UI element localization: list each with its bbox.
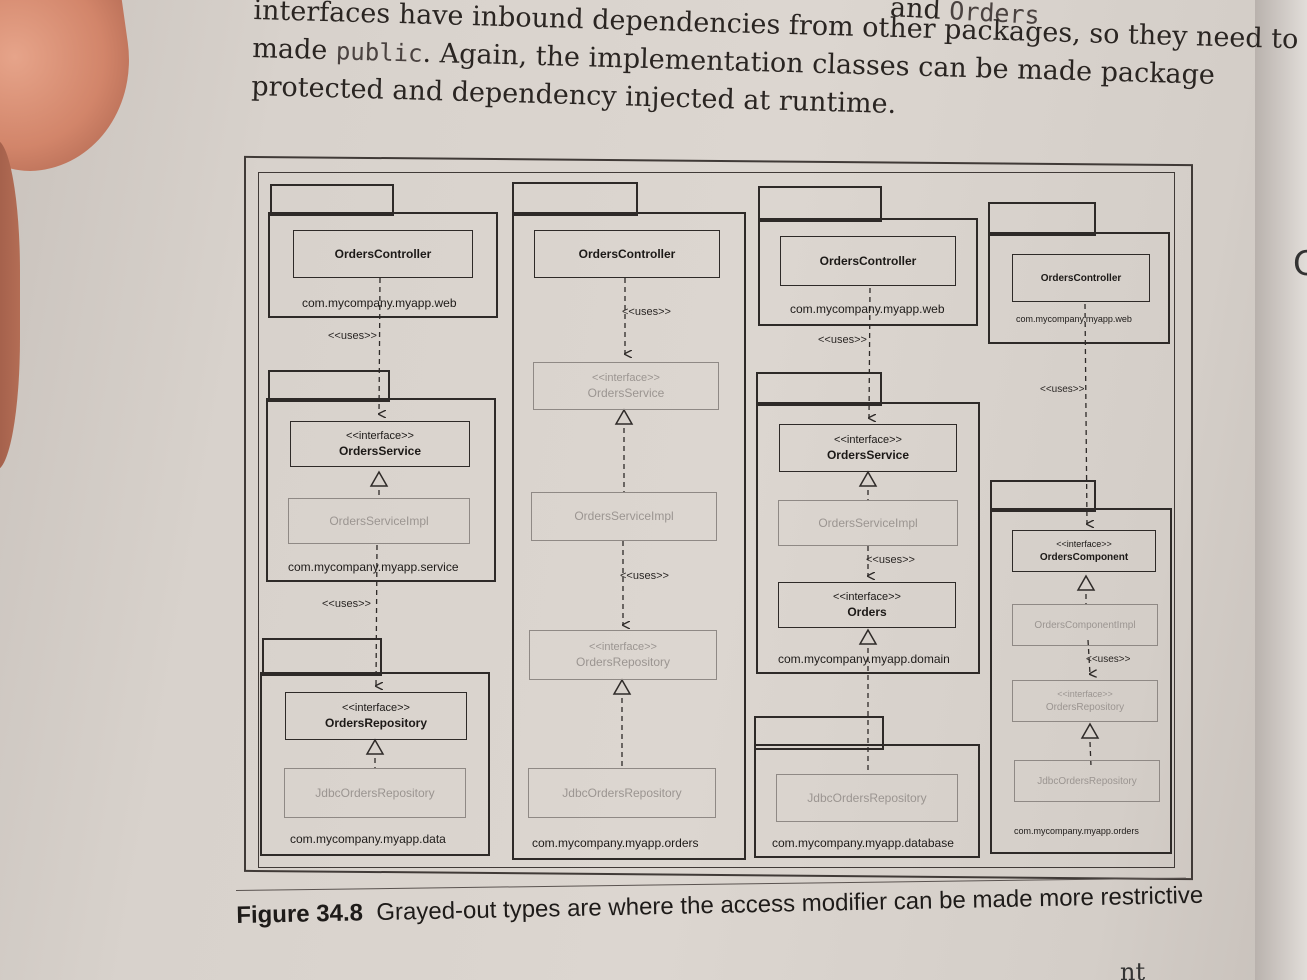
- package-tab: [270, 184, 394, 216]
- stereotype: <<interface>>: [1057, 689, 1113, 699]
- class-orders-controller: OrdersController: [293, 230, 473, 278]
- class-name: OrdersComponent: [1039, 552, 1129, 563]
- class-name: OrdersRepository: [324, 716, 428, 730]
- interface-orders-service: <<interface>> OrdersService: [290, 421, 470, 467]
- class-name: OrdersController: [1040, 272, 1122, 284]
- package-name: com.mycompany.myapp.orders: [532, 836, 699, 850]
- uses-label: <<uses>>: [622, 306, 671, 318]
- class-orders-controller: OrdersController: [534, 230, 720, 278]
- package-tab: [988, 202, 1096, 236]
- uses-label: <<uses>>: [328, 330, 377, 342]
- next-line-fragment: nt: [1120, 958, 1146, 980]
- facing-page-fragment: C: [1293, 244, 1307, 284]
- class-name: OrdersService: [587, 386, 665, 400]
- class-orders-component-impl: OrdersComponentImpl: [1012, 604, 1158, 646]
- class-name: OrdersController: [334, 246, 432, 261]
- package-tab: [758, 186, 882, 222]
- interface-orders-repository: <<interface>> OrdersRepository: [529, 630, 717, 680]
- class-jdbc-orders-repository: JdbcOrdersRepository: [1014, 760, 1160, 802]
- uses-label: <<uses>>: [620, 570, 669, 582]
- class-jdbc-orders-repository: JdbcOrdersRepository: [528, 768, 716, 818]
- class-name: OrdersServiceImpl: [818, 515, 918, 530]
- class-name: OrdersController: [819, 253, 917, 268]
- figure-inner-frame: [258, 172, 1175, 868]
- class-name: OrdersRepository: [1045, 702, 1125, 713]
- package-tab: [262, 638, 382, 676]
- uses-label: <<uses>>: [1086, 654, 1131, 665]
- class-name: JdbcOrdersRepository: [562, 785, 682, 800]
- interface-orders: <<interface>> Orders: [778, 582, 956, 628]
- package-body: [756, 402, 980, 674]
- package-name: com.mycompany.myapp.orders: [1014, 826, 1139, 836]
- stereotype: <<interface>>: [346, 430, 414, 442]
- class-name: OrdersComponentImpl: [1034, 619, 1136, 631]
- interface-orders-component: <<interface>> OrdersComponent: [1012, 530, 1156, 572]
- package-body: [512, 212, 746, 860]
- class-jdbc-orders-repository: JdbcOrdersRepository: [776, 774, 958, 822]
- uses-label: <<uses>>: [322, 598, 371, 610]
- package-tab: [268, 370, 390, 402]
- interface-orders-repository: <<interface>> OrdersRepository: [1012, 680, 1158, 722]
- class-name: OrdersController: [578, 246, 676, 261]
- interface-orders-service: <<interface>> OrdersService: [533, 362, 719, 410]
- stereotype: <<interface>>: [834, 434, 902, 446]
- package-name: com.mycompany.myapp.domain: [778, 652, 950, 666]
- package-tab: [512, 182, 638, 216]
- package-tab: [754, 716, 884, 750]
- stereotype: <<interface>>: [592, 372, 660, 384]
- package-body: [988, 232, 1170, 344]
- package-body: [990, 508, 1172, 854]
- class-orders-service-impl: OrdersServiceImpl: [288, 498, 470, 544]
- package-name: com.mycompany.myapp.web: [1016, 314, 1132, 324]
- finger-photo-region: [0, 140, 20, 470]
- package-name: com.mycompany.myapp.data: [290, 832, 446, 846]
- class-name: OrdersService: [826, 448, 910, 462]
- stereotype: <<interface>>: [589, 641, 657, 653]
- class-name: OrdersRepository: [575, 655, 671, 669]
- class-orders-controller: OrdersController: [780, 236, 956, 286]
- uses-label: <<uses>>: [818, 334, 867, 346]
- package-body: [758, 218, 978, 326]
- package-body: [260, 672, 490, 856]
- package-body: [754, 744, 980, 858]
- package-body: [268, 212, 498, 318]
- class-name: OrdersService: [338, 444, 422, 458]
- package-tab: [990, 480, 1096, 512]
- package-name: com.mycompany.myapp.database: [772, 836, 954, 850]
- class-name: OrdersServiceImpl: [574, 509, 674, 523]
- package-name: com.mycompany.myapp.web: [790, 302, 945, 316]
- stereotype: <<interface>>: [1056, 539, 1112, 549]
- interface-orders-service: <<interface>> OrdersService: [779, 424, 957, 472]
- class-jdbc-orders-repository: JdbcOrdersRepository: [284, 768, 466, 818]
- stereotype: <<interface>>: [342, 702, 410, 714]
- class-name: JdbcOrdersRepository: [315, 785, 435, 800]
- class-orders-service-impl: OrdersServiceImpl: [531, 492, 717, 541]
- package-body: [266, 398, 496, 582]
- package-name: com.mycompany.myapp.service: [288, 560, 459, 574]
- uses-label: <<uses>>: [1040, 384, 1085, 395]
- figure-label: Figure 34.8: [236, 899, 364, 929]
- facing-page-edge: [1255, 0, 1307, 980]
- class-name: OrdersServiceImpl: [329, 513, 429, 528]
- interface-orders-repository: <<interface>> OrdersRepository: [285, 692, 467, 740]
- package-tab: [756, 372, 882, 406]
- uses-label: <<uses>>: [866, 554, 915, 566]
- package-name: com.mycompany.myapp.web: [302, 296, 457, 310]
- class-orders-controller: OrdersController: [1012, 254, 1150, 302]
- class-name: JdbcOrdersRepository: [1037, 775, 1137, 787]
- stereotype: <<interface>>: [833, 591, 901, 603]
- class-orders-service-impl: OrdersServiceImpl: [778, 500, 958, 546]
- class-name: Orders: [847, 605, 887, 619]
- class-name: JdbcOrdersRepository: [807, 790, 927, 805]
